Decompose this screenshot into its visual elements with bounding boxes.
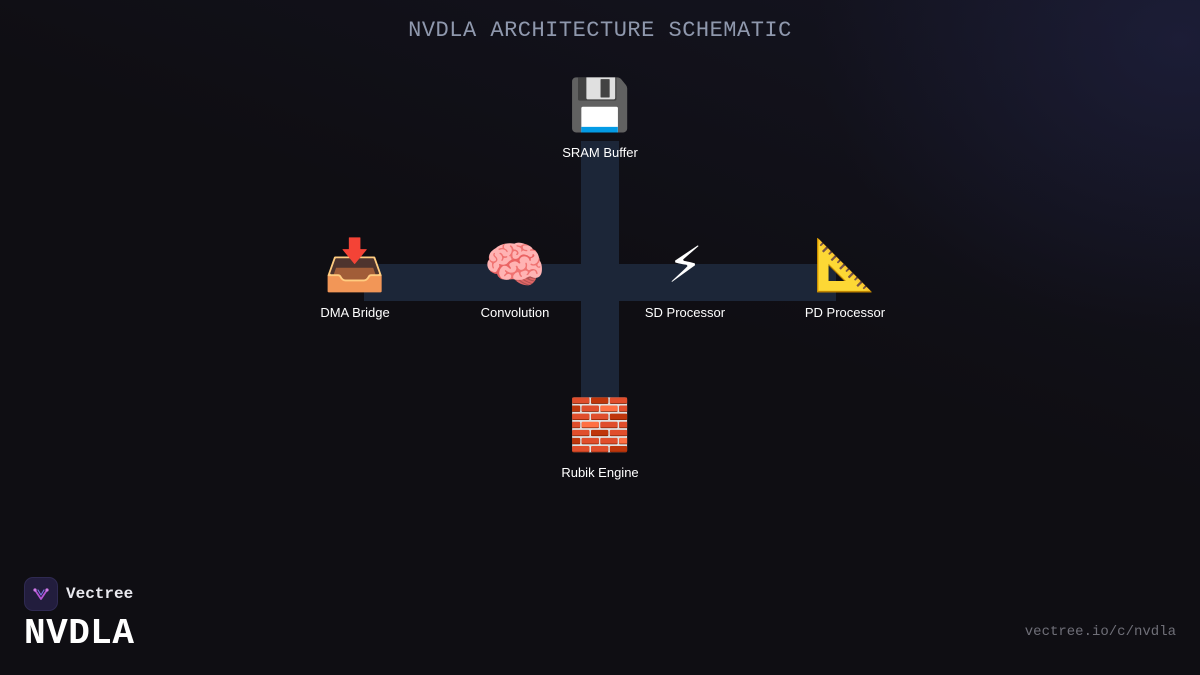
vertical-bus — [581, 141, 619, 411]
node-pd-processor: 📐 PD Processor — [765, 235, 925, 320]
floppy-disk-icon: 💾 — [568, 76, 632, 134]
node-label: DMA Bridge — [320, 305, 390, 320]
brick-icon: 🧱 — [568, 396, 632, 454]
node-label: Rubik Engine — [561, 465, 639, 480]
node-label: SD Processor — [644, 305, 726, 320]
brand-block: Vectree NVDLA — [24, 577, 135, 654]
node-dma-bridge: 📥 DMA Bridge — [275, 235, 435, 320]
node-sd-processor: ⚡ SD Processor — [605, 235, 765, 320]
product-name: NVDLA — [24, 613, 135, 654]
footer-url: vectree.io/c/nvdla — [1024, 624, 1176, 640]
node-rubik-engine: 🧱 Rubik Engine — [520, 395, 680, 480]
vectree-logo-icon — [24, 577, 58, 611]
triangular-ruler-icon: 📐 — [813, 236, 877, 294]
node-sram-buffer: 💾 SRAM Buffer — [520, 75, 680, 160]
brain-icon: 🧠 — [483, 236, 547, 294]
page-title: NVDLA ARCHITECTURE SCHEMATIC — [408, 18, 792, 43]
node-label: PD Processor — [804, 305, 886, 320]
node-label: Convolution — [480, 305, 550, 320]
node-convolution: 🧠 Convolution — [435, 235, 595, 320]
brand-name: Vectree — [66, 585, 134, 603]
node-label: SRAM Buffer — [562, 145, 638, 160]
inbox-tray-icon: 📥 — [323, 236, 387, 294]
lightning-icon: ⚡ — [667, 236, 703, 294]
